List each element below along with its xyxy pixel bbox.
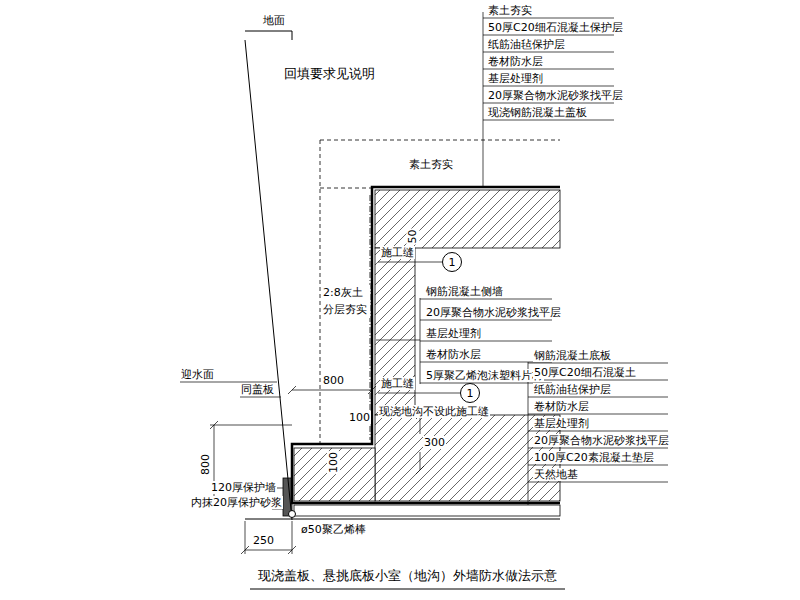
leader-line [483,12,484,186]
leader-line [528,362,529,505]
waterproof-membrane [292,187,560,503]
annotation-label: 纸筋油毡保护层 [487,38,566,51]
label-underline [483,120,614,121]
joint-leader [378,262,442,263]
annotation-label: 卷材防水层 [533,400,590,413]
annotation-label: 钢筋混凝土侧墙 [425,285,504,298]
annotation-label: 基层处理剂 [487,72,544,85]
annotation-label: 300 [423,436,446,449]
label-underline [528,448,668,449]
ground-line [245,31,292,40]
backfill-boundary [320,140,321,446]
annotation-label: 现浇钢筋混凝土盖板 [487,106,588,119]
label-underline [420,341,552,342]
leader-line [376,340,420,341]
drawing-title: 现浇盖板、悬挑底板小室（地沟）外墙防水做法示意 [230,568,585,584]
annotation-label: 天然地基 [533,468,579,481]
title-underline [250,589,565,590]
index-number: 1 [449,257,456,268]
annotation-label: ø50聚乙烯棒 [300,523,367,536]
annotation-label: 素土夯实 [408,158,454,171]
annotation-label: 100 [348,411,371,424]
cantilever-slab [294,448,375,501]
annotation-label: 50 [406,229,419,245]
label-underline [483,69,614,70]
annotation-label: 钢筋混凝土底板 [533,349,612,362]
concrete-cushion [294,505,560,516]
annotation-label: 50厚C20细石混凝土保护层 [487,21,624,34]
annotation-label: 2:8灰土 分层夯实 [322,285,370,318]
label-underline [483,86,614,87]
annotation-label: 卷材防水层 [425,348,482,361]
annotation-label: 迎水面 [180,368,215,381]
annotation-label: 基层处理剂 [425,327,482,340]
annotation-label: 800 [322,374,345,387]
label-underline [483,18,614,19]
annotation-label: 同盖板 [240,383,275,396]
annotation-label: 施工缝 [380,246,415,259]
detail-index-circle: 1 [460,383,480,403]
annotation-label: 50厚C20细石混凝土 [533,366,637,379]
label-underline [483,52,614,53]
dimension-line [288,386,376,394]
label-underline [483,35,614,36]
leader-line [240,397,281,398]
annotation-label: 20厚聚合物水泥砂浆找平层 [425,306,562,319]
annotation-label: 纸筋油毡保护层 [533,383,612,396]
label-underline [528,397,668,398]
annotation-label: 施工缝 [380,377,415,390]
backfill-boundary [320,140,560,141]
annotation-label: 素土夯实 [487,4,533,17]
dimension-line [241,521,296,554]
label-underline [483,103,614,104]
polyethylene-rod [289,511,296,518]
annotation-label: 卷材防水层 [487,55,544,68]
label-underline [528,414,668,415]
label-underline [528,482,668,483]
annotation-label: 120厚保护墙 [210,481,277,494]
side-wall [375,248,415,415]
annotation-label: 内抹20厚保护砂浆 [190,496,283,509]
annotation-label: 回填要求见说明 [283,66,376,82]
index-number: 1 [467,388,474,399]
annotation-label: 现浇地沟不设此施工缝 [378,405,490,418]
annotation-label: 100厚C20素混凝土垫层 [533,451,655,464]
detail-index-circle: 1 [442,252,462,272]
label-underline [420,320,552,321]
label-underline [528,465,668,466]
annotation-label: 250 [252,534,275,547]
label-underline [528,431,668,432]
label-underline [528,380,668,381]
annotation-label: 5厚聚乙烯泡沫塑料片材 [425,369,544,382]
annotation-label: 20厚聚合物水泥砂浆找平层 [487,89,624,102]
annotation-label: 20厚聚合物水泥砂浆找平层 [533,434,670,447]
joint-leader [378,393,460,394]
annotation-label: 100 [327,451,340,474]
annotation-label: 800 [199,453,212,476]
excavation-slope [245,40,292,520]
label-underline [420,299,552,300]
annotation-label: 地面 [262,14,286,27]
annotation-label: 基层处理剂 [533,417,590,430]
label-underline [528,363,668,364]
backfill-boundary [320,188,372,189]
roof-slab [375,190,560,248]
subgrade-line [245,519,560,520]
